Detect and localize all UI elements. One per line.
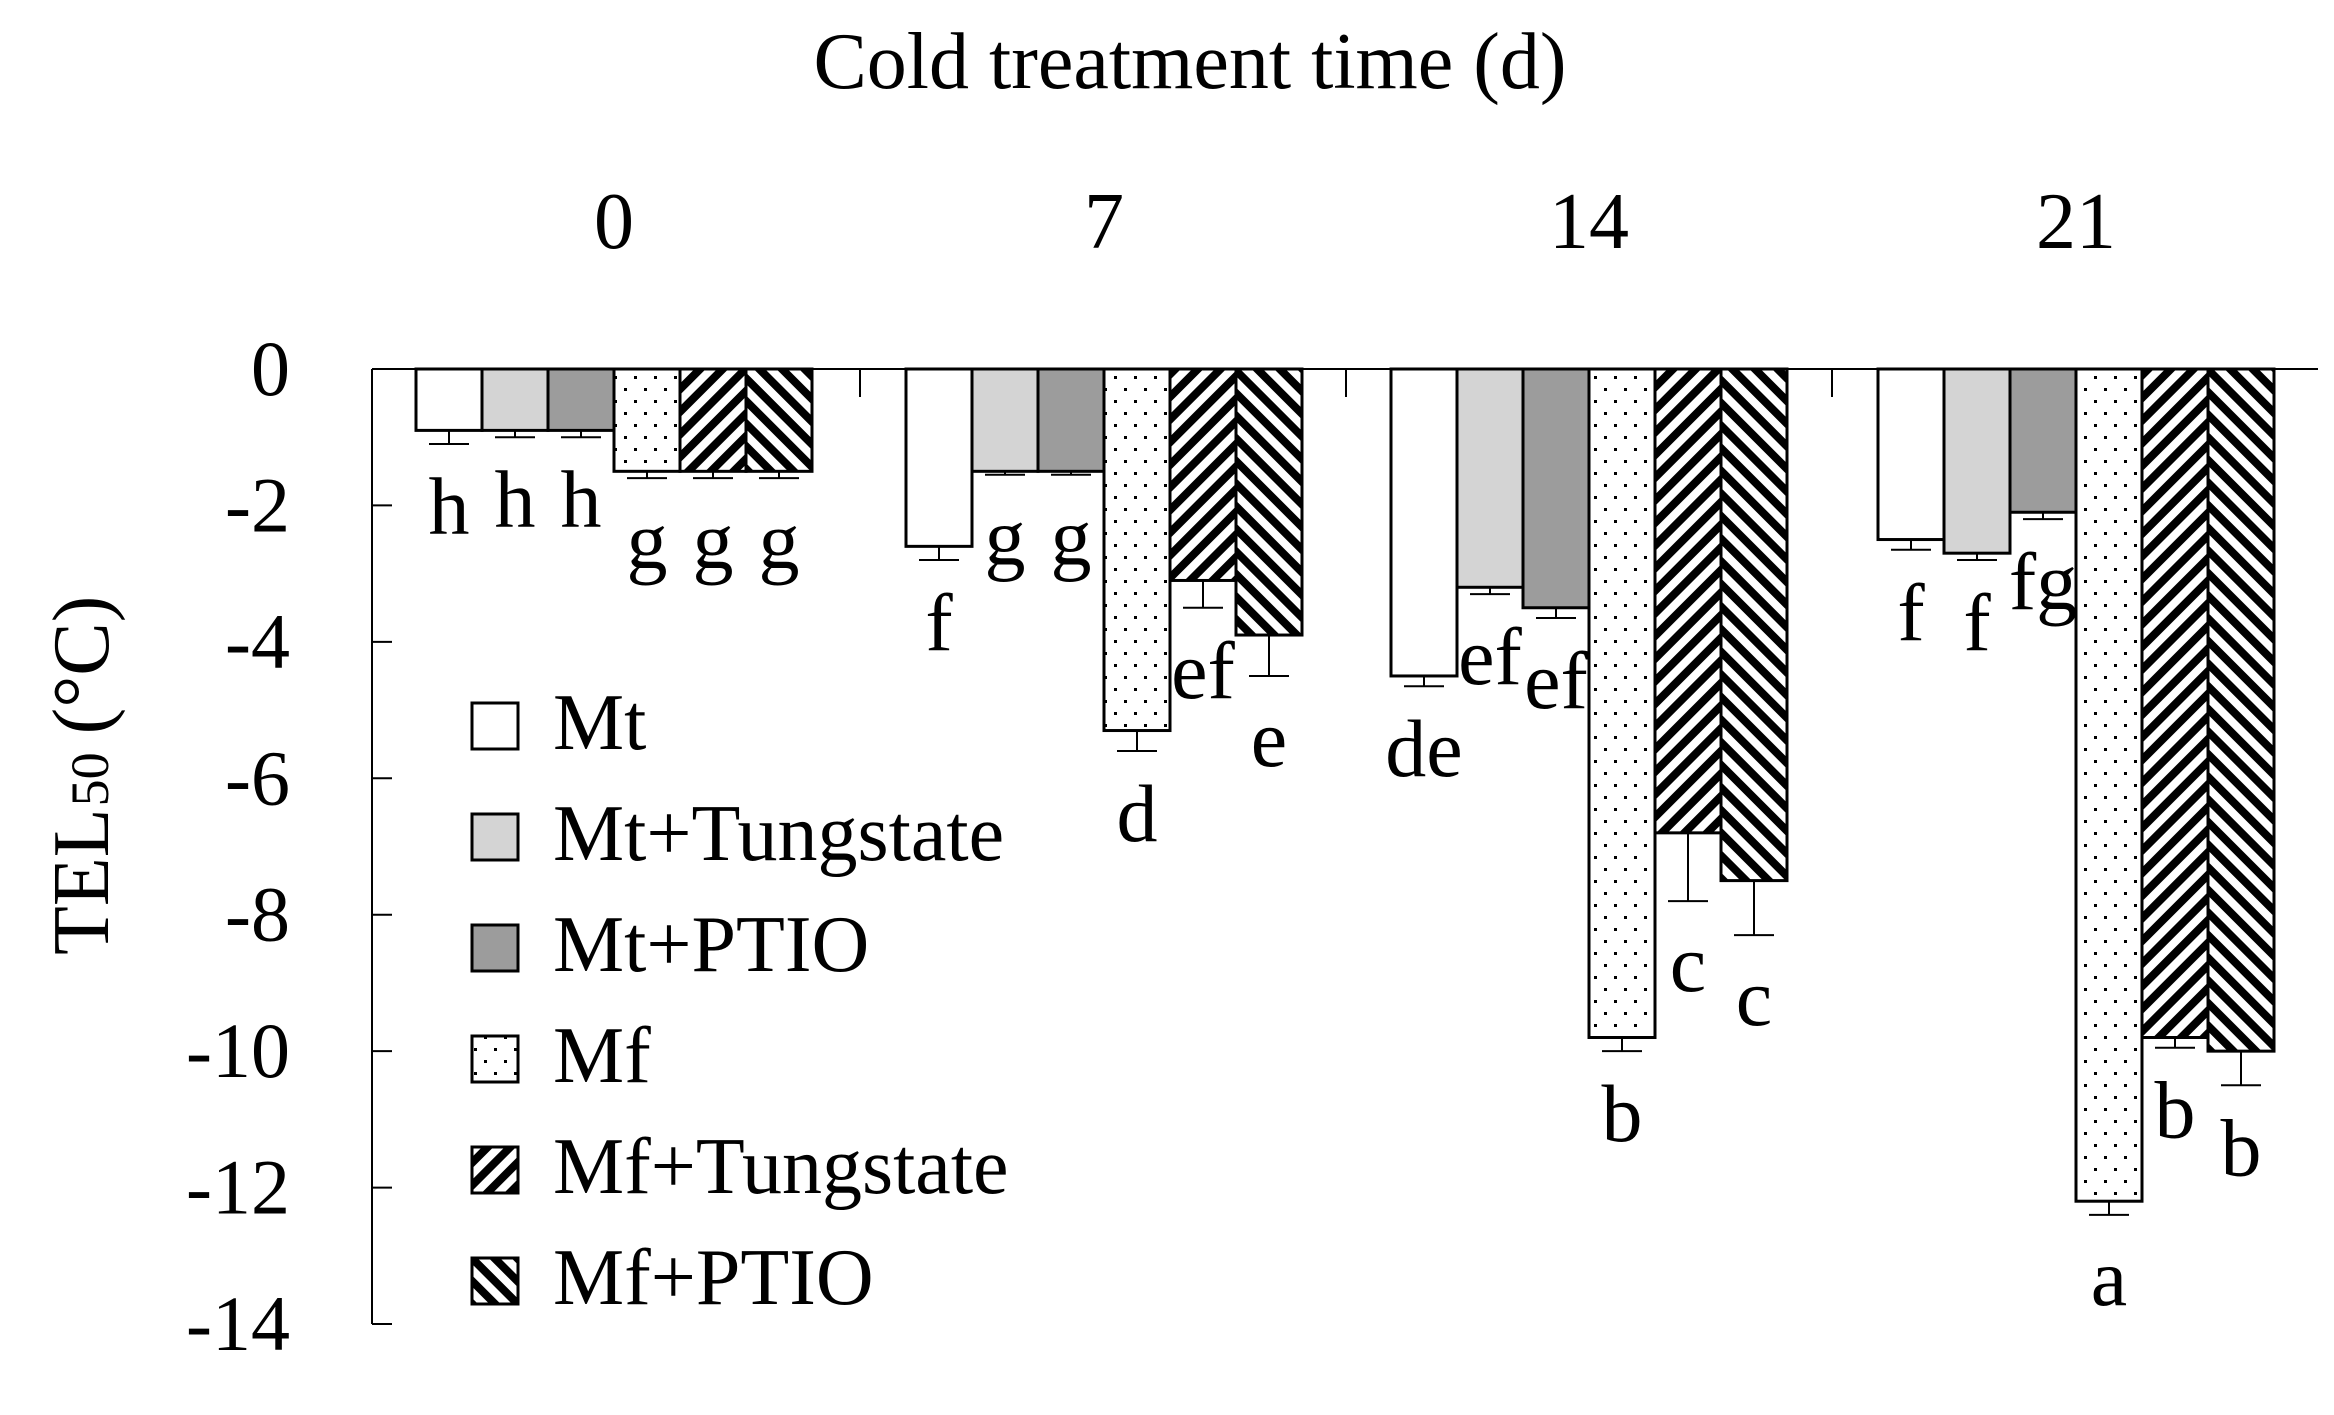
legend-label: Mf — [553, 1012, 651, 1100]
bar — [2140, 367, 2210, 1039]
y-tick-label: -8 — [225, 871, 290, 958]
bar — [2008, 367, 2078, 514]
bar — [970, 367, 1040, 473]
legend-swatch — [470, 1034, 520, 1084]
y-axis-title-subscript: 50 — [60, 752, 120, 806]
significance-letter: h — [495, 454, 536, 545]
legend-label: Mt — [553, 679, 646, 767]
significance-letter: g — [985, 492, 1026, 583]
category-label: 0 — [594, 178, 634, 266]
legend-item: Mf+PTIO — [470, 1234, 874, 1322]
significance-letter: f — [1897, 567, 1925, 658]
bar — [678, 367, 748, 473]
significance-letter: c — [1670, 918, 1706, 1009]
legend-item: Mf+Tungstate — [470, 1123, 1009, 1211]
category-label: 14 — [1549, 178, 1629, 266]
y-axis-title-main: TEL — [38, 808, 126, 955]
bar — [1455, 367, 1525, 589]
y-tick-label: -2 — [225, 461, 290, 548]
significance-letter: d — [1117, 768, 1158, 859]
legend-swatch — [470, 701, 520, 751]
legend-label: Mf+PTIO — [553, 1234, 874, 1322]
legend-swatch — [470, 923, 520, 973]
significance-letter: b — [2221, 1102, 2262, 1193]
significance-letter: g — [693, 495, 734, 586]
svg-text:TEL50(°C): TEL50 (°C) — [38, 596, 126, 955]
x-axis-title: Cold treatment time (d) — [813, 18, 1566, 106]
significance-letter: g — [627, 495, 668, 586]
bar — [414, 367, 484, 432]
bar — [612, 367, 682, 473]
significance-letter: de — [1385, 703, 1462, 794]
significance-letter: b — [2155, 1065, 2196, 1156]
legend-item: Mt — [470, 679, 646, 767]
y-tick-label: 0 — [251, 325, 290, 412]
legend-swatch — [470, 812, 520, 862]
legend-item: Mt+Tungstate — [470, 790, 1004, 878]
legend-swatch — [470, 1256, 520, 1306]
category-label: 7 — [1084, 178, 1124, 266]
bar — [2206, 367, 2276, 1053]
significance-letter: f — [1963, 577, 1991, 668]
legend-label: Mf+Tungstate — [553, 1123, 1009, 1211]
significance-letter: h — [429, 461, 470, 552]
y-tick-label: -6 — [225, 734, 290, 821]
significance-letter: c — [1736, 952, 1772, 1043]
bar — [1234, 367, 1304, 637]
bar — [2074, 367, 2144, 1203]
bar — [1102, 367, 1172, 733]
bar — [1521, 367, 1591, 610]
legend-item: Mt+PTIO — [470, 901, 869, 989]
bar — [1719, 367, 1789, 883]
category-label: 21 — [2036, 178, 2116, 266]
bar — [1587, 367, 1657, 1039]
y-axis: 0 -2 -4 -6 -8 -10 -12 -14 — [186, 325, 2318, 1367]
significance-letter: g — [759, 495, 800, 586]
legend-item: Mf — [470, 1012, 651, 1100]
legend-swatch — [470, 1145, 520, 1195]
bar — [1036, 367, 1106, 473]
significance-letter: ef — [1458, 611, 1522, 702]
significance-letter: ef — [1171, 625, 1235, 716]
bar — [1168, 367, 1238, 582]
y-axis-title: TEL50 (°C) — [38, 596, 126, 955]
y-tick-label: -4 — [225, 598, 290, 685]
bar — [480, 367, 550, 432]
bar — [1876, 367, 1946, 542]
bar — [744, 367, 814, 473]
significance-letter: f — [925, 577, 953, 668]
significance-letter: e — [1251, 693, 1287, 784]
y-tick-label: -14 — [186, 1280, 290, 1367]
bar — [546, 367, 616, 432]
significance-letter: fg — [2009, 536, 2077, 627]
y-tick-label: -12 — [186, 1144, 290, 1231]
significance-letter: h — [561, 454, 602, 545]
significance-letter: a — [2091, 1232, 2127, 1323]
bar — [1389, 367, 1459, 678]
legend-label: Mt+Tungstate — [553, 790, 1004, 878]
bar-series — [414, 367, 2276, 1216]
significance-letter: ef — [1524, 635, 1588, 726]
bar — [1942, 367, 2012, 555]
bar — [1653, 367, 1723, 835]
significance-letter: b — [1602, 1068, 1643, 1159]
bar — [904, 367, 974, 548]
significance-letter: g — [1051, 492, 1092, 583]
y-axis-title-unit: (°C) — [38, 596, 126, 735]
y-tick-label: -10 — [186, 1007, 290, 1094]
legend-label: Mt+PTIO — [553, 901, 869, 989]
category-labels: 0 7 14 21 — [594, 178, 2116, 266]
